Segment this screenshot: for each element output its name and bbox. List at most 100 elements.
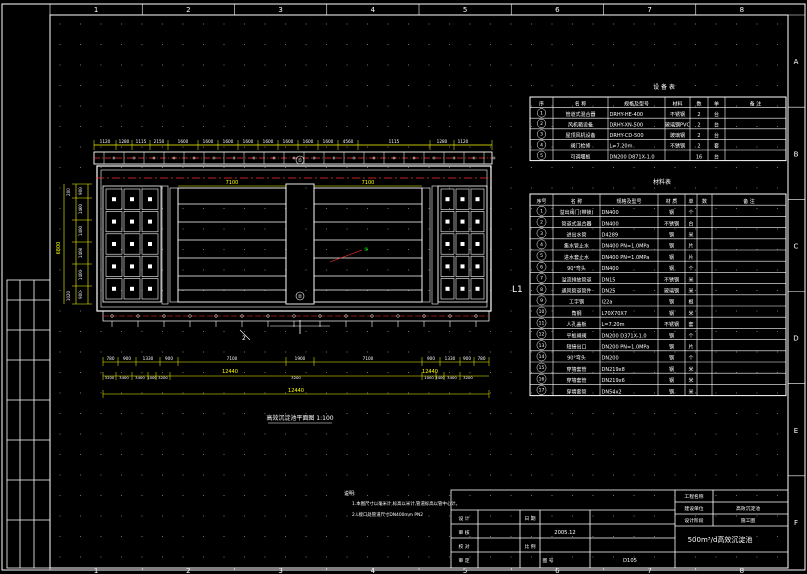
- grid-dot: [223, 330, 225, 333]
- eq-cell: 2: [697, 123, 700, 129]
- grid-dot: [448, 351, 451, 353]
- mat-index: 10: [539, 309, 545, 315]
- hopper-outlet: [475, 286, 480, 291]
- grid-dot: [448, 207, 451, 210]
- grid-dot: [735, 64, 738, 66]
- grid-dot: [715, 146, 717, 148]
- grid-dot: [694, 392, 697, 394]
- grid-dot: [305, 351, 307, 353]
- top-dim-label: 4560: [343, 139, 354, 144]
- grid-dot: [592, 330, 594, 333]
- grid-dot: [264, 453, 266, 456]
- grid-dot: [79, 23, 82, 25]
- eq-header: 名 称: [575, 100, 587, 107]
- mat-index: 15: [539, 365, 545, 371]
- grid-dot: [469, 515, 471, 517]
- grid-dot: [407, 43, 410, 46]
- mat-cell: 进出水管: [566, 232, 586, 239]
- eq-cell: DN200 D871X-1.0: [610, 154, 655, 160]
- grid-dot: [756, 433, 758, 435]
- grid-dot: [366, 515, 369, 517]
- mat-cell: 通风管道管件: [561, 288, 591, 295]
- mat-cell: 平板闸阀: [566, 332, 586, 339]
- grid-dot: [243, 84, 246, 87]
- hopper-cell: [141, 233, 159, 255]
- grid-dot: [776, 289, 779, 292]
- grid-dot: [305, 248, 307, 251]
- grid-dot: [243, 105, 246, 107]
- hopper-outlet: [148, 242, 152, 246]
- grid-dot: [100, 351, 102, 353]
- grid-dot: [325, 207, 328, 210]
- grid-dot: [653, 310, 656, 312]
- grid-dot: [407, 84, 410, 87]
- grid-dot: [694, 207, 697, 210]
- grid-dot: [284, 84, 287, 87]
- grid-dot: [202, 392, 205, 394]
- grid-dot: [469, 23, 471, 25]
- grid-dot: [592, 453, 594, 456]
- eq-cell: 2: [697, 133, 700, 139]
- grid-dot: [776, 535, 779, 538]
- grid-dot: [141, 494, 143, 497]
- grid-dot: [325, 23, 328, 25]
- grid-dot: [694, 371, 697, 374]
- grid-dot: [694, 64, 697, 66]
- grid-dot: [346, 64, 348, 66]
- grid-dot: [182, 269, 184, 271]
- grid-dot: [325, 351, 328, 353]
- grid-dot: [469, 105, 471, 107]
- grid-dot: [59, 166, 61, 169]
- grid-dot: [715, 105, 717, 107]
- grid-dot: [489, 146, 492, 148]
- hopper-outlet: [130, 242, 134, 246]
- grid-dot: [59, 105, 61, 107]
- grid-dot: [756, 494, 758, 497]
- grid-dot: [633, 289, 635, 292]
- grid-dot: [407, 392, 410, 394]
- grid-dot: [120, 43, 123, 46]
- grid-dot: [305, 433, 307, 435]
- grid-dot: [571, 453, 574, 456]
- column-label-bottom: 2: [186, 567, 190, 574]
- grid-dot: [715, 474, 717, 476]
- grid-dot: [551, 64, 553, 66]
- grid-dot: [223, 412, 225, 415]
- hopper-outlet: [130, 197, 134, 202]
- grid-dot: [346, 248, 348, 251]
- mat-index: 3: [540, 231, 543, 237]
- grid-dot: [551, 146, 553, 148]
- grid-dot: [366, 146, 369, 148]
- pipe-valve: [240, 314, 244, 318]
- grid-dot: [387, 105, 389, 107]
- grid-dot: [325, 166, 328, 169]
- mat-index-circle: [536, 261, 547, 272]
- grid-dot: [120, 412, 123, 415]
- grid-dot: [202, 64, 205, 66]
- grid-dot: [571, 269, 574, 271]
- top-dim-label: 1280: [437, 139, 448, 144]
- grid-dot: [100, 453, 102, 456]
- grid-dot: [182, 474, 184, 476]
- grid-dot: [305, 453, 307, 456]
- mat-cell: 人孔盖板: [566, 321, 586, 328]
- mat-index: 13: [539, 343, 545, 349]
- left-dim-label: 900: [78, 291, 83, 299]
- hopper-outlet: [148, 197, 152, 202]
- grid-dot: [633, 392, 635, 394]
- grid-dot: [346, 351, 348, 353]
- grid-dot: [182, 433, 184, 435]
- mat-cell: DN15: [602, 277, 616, 283]
- grid-dot: [59, 494, 61, 497]
- grid-dot: [202, 433, 205, 435]
- bottom-dim-label-b: 3400: [435, 375, 445, 380]
- grid-dot: [530, 84, 533, 87]
- channel-strip: [161, 185, 169, 305]
- grid-dot: [592, 474, 594, 476]
- grid-dot: [100, 166, 102, 169]
- grid-dot: [694, 515, 697, 517]
- eq-cell: 风机箱设备: [568, 122, 593, 129]
- grid-dot: [510, 412, 512, 415]
- grid-dot: [428, 330, 430, 333]
- hopper-cell: [455, 255, 470, 277]
